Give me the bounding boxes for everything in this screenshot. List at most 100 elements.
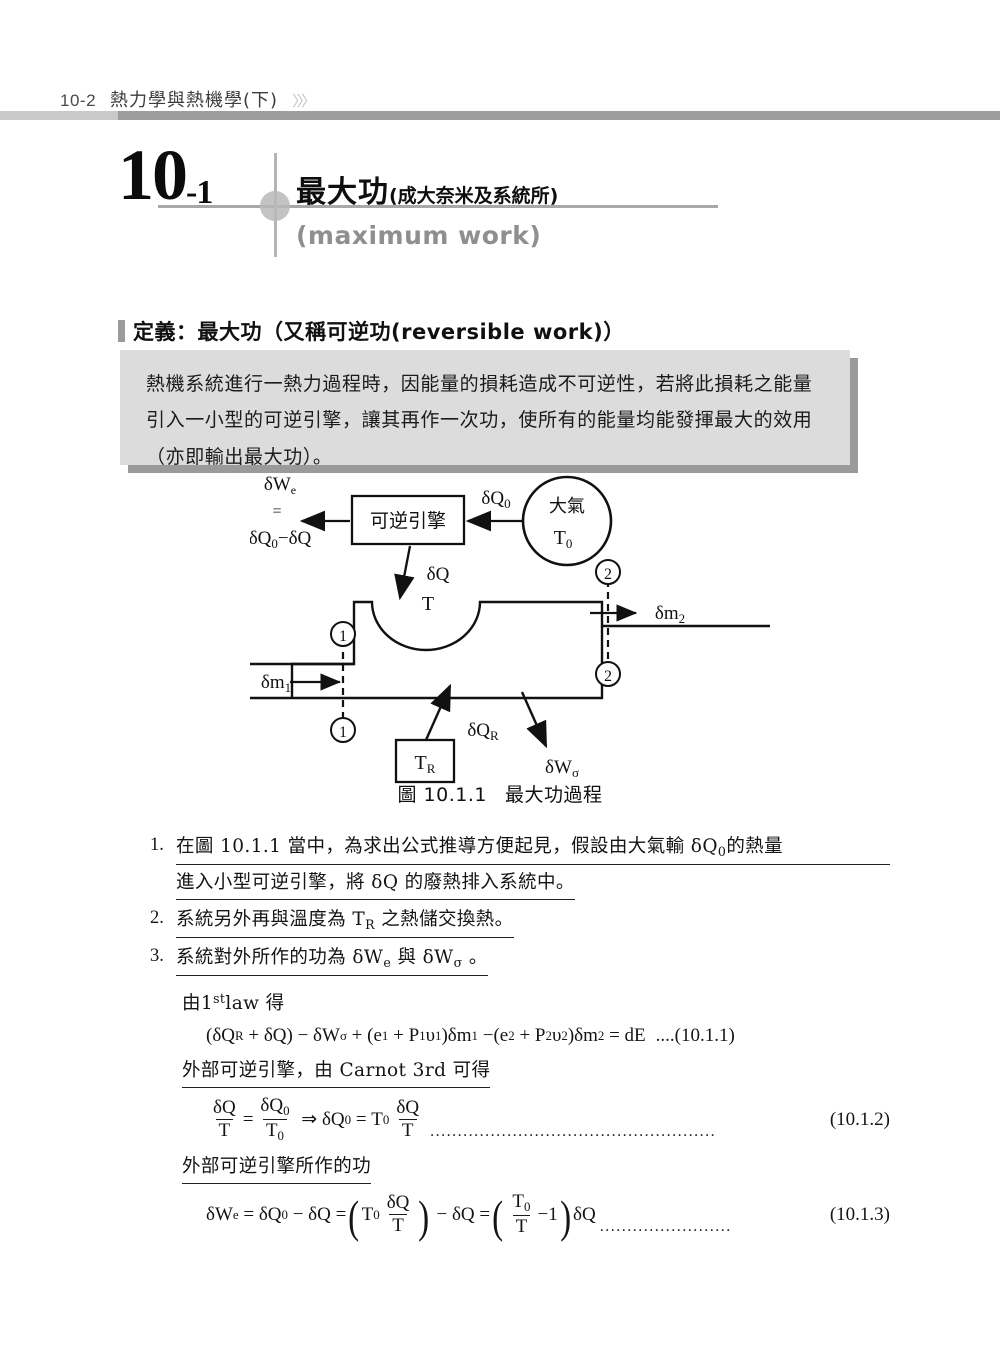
list-item-line: 系統對外所作的功為 δWe 與 δWσ 。 bbox=[176, 944, 488, 976]
thermal-reservoir-box bbox=[394, 738, 456, 784]
reversible-engine-box bbox=[350, 494, 466, 546]
section-title-en: (maximum work) bbox=[296, 221, 542, 250]
station-2-label-top: 2 bbox=[604, 566, 612, 583]
list-item-text: 系統對外所作的功為 δW bbox=[176, 947, 384, 969]
list-item: 3. 系統對外所作的功為 δWe 與 δWσ 。 bbox=[150, 944, 890, 980]
list-item-subscript-2: σ bbox=[453, 955, 463, 971]
figure-caption: 圖 10.1.1 最大功過程 bbox=[0, 780, 1000, 807]
station-2-circle-top bbox=[595, 559, 621, 585]
work-out-equals: = bbox=[272, 503, 281, 520]
list-item: 1. 在圖 10.1.1 當中，為求出公式推導方便起見，假設由大氣輸 δQ0的熱… bbox=[150, 833, 890, 904]
page-folio: 10-2 bbox=[60, 91, 97, 110]
list-item-number: 1. bbox=[150, 835, 164, 855]
reversible-engine-label: 可逆引擎 bbox=[370, 510, 446, 532]
mass-outlet-label: δm2 bbox=[655, 603, 685, 626]
list-item-body: 在圖 10.1.1 當中，為求出公式推導方便起見，假設由大氣輸 δQ0的熱量 進… bbox=[176, 833, 890, 904]
chevrons-icon: 〉〉〉 bbox=[292, 92, 316, 110]
body-content: 1. 在圖 10.1.1 當中，為求出公式推導方便起見，假設由大氣輸 δQ0的熱… bbox=[150, 833, 890, 1246]
atmosphere-label: 大氣 bbox=[549, 496, 585, 517]
external-work-label: 外部可逆引擎所作的功 bbox=[182, 1153, 372, 1185]
station-1-circle-bottom bbox=[330, 717, 356, 743]
equation-10-1-1-tag: ....(10.1.1) bbox=[655, 1025, 735, 1047]
section-heading: 10-1 最大功(成大奈米及系統所) (maximum work) bbox=[118, 139, 818, 268]
thermal-reservoir-label: TR bbox=[415, 752, 436, 776]
header-text-group: 10-2 熱力學與熱機學(下) 〉〉〉 bbox=[60, 86, 316, 112]
first-law-intro: 由1stlaw 得 bbox=[182, 990, 890, 1018]
list-item-text-mid: 與 δW bbox=[391, 947, 454, 969]
list-item-subscript: 0 bbox=[717, 844, 727, 860]
atmosphere-circle bbox=[521, 475, 613, 567]
page-header: 10-2 熱力學與熱機學(下) 〉〉〉 bbox=[0, 78, 1000, 120]
section-number-main: 10 bbox=[118, 135, 188, 215]
carnot-label: 外部可逆引擎，由 Carnot 3rd 可得 bbox=[182, 1057, 491, 1089]
definition-marker-icon bbox=[118, 320, 125, 342]
section-title-main: 最大功 bbox=[296, 175, 389, 210]
figure-max-work-process: 可逆引擎 大氣 T0 δQ0 δWe = δQ0−δQ δQ T 1 1 δm1 bbox=[249, 468, 770, 788]
list-item-number: 3. bbox=[150, 946, 164, 967]
station-1-label-top: 1 bbox=[339, 628, 347, 645]
figure-svg: 可逆引擎 大氣 T0 δQ0 δWe = δQ0−δQ δQ T 1 1 δm1 bbox=[249, 474, 770, 784]
figure-caption-number: 圖 10.1.1 bbox=[397, 784, 487, 806]
first-law-intro-a: 由1 bbox=[182, 992, 214, 1014]
heat-from-atmosphere-label: δQ0 bbox=[481, 488, 510, 511]
work-out-label: δWe bbox=[264, 474, 296, 497]
system-boundary-upper bbox=[290, 600, 614, 698]
header-rule-dark bbox=[118, 111, 1000, 120]
list-item-body: 系統另外再與溫度為 TR 之熱儲交換熱。 bbox=[176, 906, 890, 942]
list-item-line-2: 進入小型可逆引擎，將 δQ 的廢熱排入系統中。 bbox=[176, 869, 575, 901]
list-item-line: 系統另外再與溫度為 TR 之熱儲交換熱。 bbox=[176, 906, 514, 939]
list-item-text-tail: 之熱儲交換熱。 bbox=[375, 909, 514, 931]
section-rule bbox=[158, 205, 718, 208]
work-label-wrap: 外部可逆引擎所作的功 bbox=[182, 1153, 890, 1185]
list-item-text-tail: 的熱量 bbox=[726, 836, 784, 857]
arrow-reservoir-heat bbox=[424, 683, 452, 741]
work-out-expression: δQ0−δQ bbox=[250, 528, 312, 551]
definition-box: 熱機系統進行一熱力過程時，因能量的損耗造成不可逆性，若將此損耗之能量引入一小型的… bbox=[120, 350, 850, 468]
atmosphere-temp-label: T0 bbox=[554, 527, 573, 551]
list-item: 2. 系統另外再與溫度為 TR 之熱儲交換熱。 bbox=[150, 906, 890, 942]
equation-10-1-3-tag: (10.1.3) bbox=[829, 1203, 890, 1225]
arrow-engine-to-system bbox=[394, 545, 415, 601]
arrow-system-work bbox=[520, 691, 548, 749]
definition-heading: 定義：最大功（又稱可逆功(reversible work)） bbox=[118, 316, 625, 346]
list-item-text: 系統另外再與溫度為 T bbox=[176, 909, 366, 931]
header-rule-light bbox=[0, 111, 118, 120]
list-item-subscript: e bbox=[383, 955, 392, 971]
book-title: 熱力學與熱機學(下) bbox=[110, 90, 279, 111]
list-item-number: 2. bbox=[150, 908, 164, 929]
equation-10-1-3-dots: ........................ bbox=[599, 1217, 732, 1235]
first-law-intro-sup: st bbox=[213, 990, 226, 1006]
list-item-text: 在圖 10.1.1 當中，為求出公式推導方便起見，假設由大氣輸 δQ bbox=[176, 836, 718, 857]
definition-body-text: 熱機系統進行一熱力過程時，因能量的損耗造成不可逆性，若將此損耗之能量引入一小型的… bbox=[146, 373, 813, 468]
list-item-text-tail: 。 bbox=[462, 947, 488, 969]
definition-heading-text: 定義：最大功（又稱可逆功(reversible work)） bbox=[133, 320, 625, 344]
section-number: 10-1 bbox=[118, 139, 213, 211]
list-item-body: 系統對外所作的功為 δWe 與 δWσ 。 bbox=[176, 944, 890, 980]
carnot-label-wrap: 外部可逆引擎，由 Carnot 3rd 可得 bbox=[182, 1057, 890, 1089]
system-temp-label: T bbox=[422, 593, 434, 615]
station-1-label-bottom: 1 bbox=[339, 724, 347, 741]
equation-10-1-2-dots: ........................................… bbox=[430, 1123, 717, 1141]
station-2-label-bottom: 2 bbox=[604, 668, 612, 685]
list-item-line: 在圖 10.1.1 當中，為求出公式推導方便起見，假設由大氣輸 δQ0的熱量 bbox=[176, 833, 890, 865]
section-number-sub: -1 bbox=[186, 174, 213, 211]
system-work-label: δWσ bbox=[545, 757, 579, 780]
list-item-subscript: R bbox=[365, 917, 375, 933]
section-title-paren: (成大奈米及系統所) bbox=[389, 185, 559, 207]
section-title-cn: 最大功(成大奈米及系統所) bbox=[296, 167, 558, 211]
station-1-circle-top bbox=[330, 621, 356, 647]
mass-inlet-label: δm1 bbox=[261, 672, 291, 695]
section-dot-icon bbox=[260, 191, 290, 221]
figure-caption-text: 最大功過程 bbox=[504, 784, 603, 806]
